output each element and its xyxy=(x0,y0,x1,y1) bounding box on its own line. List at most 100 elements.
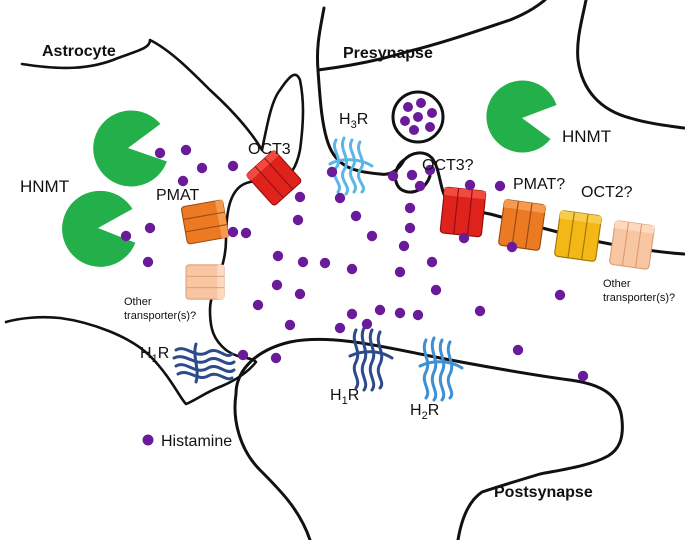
histamine-dot-icon xyxy=(406,169,418,181)
h3r-label-tail: R xyxy=(357,111,369,128)
histamine-dot-icon xyxy=(177,175,189,187)
histamine-dot-icon xyxy=(404,222,416,234)
oct3-transporter-astro xyxy=(245,149,303,207)
other-transporter-label-presynapse-2: transporter(s)? xyxy=(603,292,675,304)
h1r-label-post: H1R xyxy=(330,387,359,407)
histamine-dot-icon xyxy=(270,352,282,364)
histamine-dot-icon xyxy=(414,180,426,192)
histamine-dot-icon xyxy=(326,166,338,178)
h3r-receptor-icon xyxy=(328,136,374,196)
histamine-dot-icon xyxy=(387,170,399,182)
presynapse-outer-edge xyxy=(316,0,547,72)
histamine-dot-icon xyxy=(144,222,156,234)
histamine-legend-label: Histamine xyxy=(161,433,232,450)
presynapse-label: Presynapse xyxy=(343,45,433,62)
histamine-dot-icon xyxy=(227,226,239,238)
histamine-dot-icon xyxy=(512,344,524,356)
histamine-dot-icon xyxy=(142,256,154,268)
histamine-dot-icon xyxy=(319,257,331,269)
histamine-dot-icon xyxy=(398,240,410,252)
other-transporter-presynapse xyxy=(608,219,656,271)
hnmt-pacman-icon-astro-upper xyxy=(93,110,167,187)
h3r-label: H3R xyxy=(339,111,368,131)
histamine-dot-icon xyxy=(458,232,470,244)
histamine-dot-icon xyxy=(271,279,283,291)
h1r-label-astro-sub: 1 xyxy=(152,353,158,365)
h1r-label-astro: H1R xyxy=(140,345,169,365)
histamine-dot-icon xyxy=(346,308,358,320)
histamine-dot-icon xyxy=(350,210,362,222)
histamine-dot-icon xyxy=(424,164,436,176)
histamine-dot-icon xyxy=(240,227,252,239)
hnmt-label-astro: HNMT xyxy=(20,177,69,196)
histamine-dot-icon xyxy=(494,180,506,192)
histamine-dot-icon xyxy=(554,289,566,301)
histamine-dot-icon xyxy=(577,370,589,382)
histamine-dot-icon xyxy=(154,147,166,159)
pmat-transporter-presynapse xyxy=(497,198,547,252)
histamine-dot-icon xyxy=(227,160,239,172)
h2r-label: H2R xyxy=(410,402,439,422)
other-transporter-astro xyxy=(185,264,225,300)
hnmt-pacman-icon-astro-lower xyxy=(62,190,136,267)
pmat-label-presynapse: PMAT? xyxy=(513,176,565,193)
histamine-dot-icon xyxy=(394,266,406,278)
astrocyte-membrane xyxy=(4,38,305,406)
histamine-dot-icon xyxy=(474,305,486,317)
hnmt-pacman-icon-presynapse xyxy=(486,80,557,153)
histamine-dot-icon xyxy=(430,284,442,296)
other-transporter-label-astro-1: Other xyxy=(124,296,152,308)
histamine-dot-icon xyxy=(180,144,192,156)
h1r-label-astro-main: H xyxy=(140,345,152,362)
h1r-label-post-tail: R xyxy=(348,387,360,404)
histamine-dot-icon xyxy=(404,202,416,214)
h1r-label-astro-tail: R xyxy=(158,345,170,362)
postsynapse-left-edge xyxy=(233,392,312,540)
postsynapse-membrane xyxy=(234,337,624,540)
histamine-dot-icon xyxy=(334,192,346,204)
histamine-dot-icon xyxy=(297,256,309,268)
h1r-label-post-main: H xyxy=(330,387,342,404)
histamine-dot-icon xyxy=(292,214,304,226)
histamine-dot-icon xyxy=(366,230,378,242)
pmat-transporter-astro xyxy=(180,199,230,245)
oct2-transporter-presynapse xyxy=(553,209,603,263)
oct3-label-presynapse: OCT3? xyxy=(422,157,474,174)
oct3-label-astro: OCT3 xyxy=(248,141,291,158)
h3r-label-main: H xyxy=(339,111,351,128)
hnmt-label-presynapse: HNMT xyxy=(562,127,611,146)
histamine-dot-icon xyxy=(412,309,424,321)
histamine-dot-icon xyxy=(506,241,518,253)
h1r-receptor-icon-astro xyxy=(172,342,236,384)
histamine-dot-icon xyxy=(284,319,296,331)
histamine-dot-icon xyxy=(237,349,249,361)
histamine-dot-icon xyxy=(294,288,306,300)
histamine-dot-icon xyxy=(374,304,386,316)
histamine-dot-icon xyxy=(272,250,284,262)
h2r-label-main: H xyxy=(410,402,422,419)
oct3-transporter-presynapse xyxy=(439,186,487,238)
histamine-dot-icon xyxy=(361,318,373,330)
astrocyte-label: Astrocyte xyxy=(42,43,116,60)
postsynapse-label: Postsynapse xyxy=(494,484,593,501)
histamine-dot-icon xyxy=(120,230,132,242)
oct2-label-presynapse: OCT2? xyxy=(581,184,633,201)
presynapse-axon-edge xyxy=(576,0,685,130)
h3r-label-sub: 3 xyxy=(351,119,357,131)
histamine-dot-icon xyxy=(426,256,438,268)
other-transporter-label-astro-2: transporter(s)? xyxy=(124,310,196,322)
h2r-receptor-icon xyxy=(418,336,464,402)
h1r-receptor-icon-post xyxy=(348,326,394,392)
h2r-label-sub: 2 xyxy=(422,410,428,422)
vesicle-icon xyxy=(391,90,445,144)
histamine-dot-icon xyxy=(294,191,306,203)
h1r-label-post-sub: 1 xyxy=(342,395,348,407)
h2r-label-tail: R xyxy=(428,402,440,419)
histamine-dot-icon xyxy=(196,162,208,174)
pmat-label-astro: PMAT xyxy=(156,187,199,204)
histamine-legend-dot-icon xyxy=(142,434,154,446)
histamine-dot-icon xyxy=(346,263,358,275)
histamine-dot-icon xyxy=(334,322,346,334)
histamine-dot-icon xyxy=(394,307,406,319)
